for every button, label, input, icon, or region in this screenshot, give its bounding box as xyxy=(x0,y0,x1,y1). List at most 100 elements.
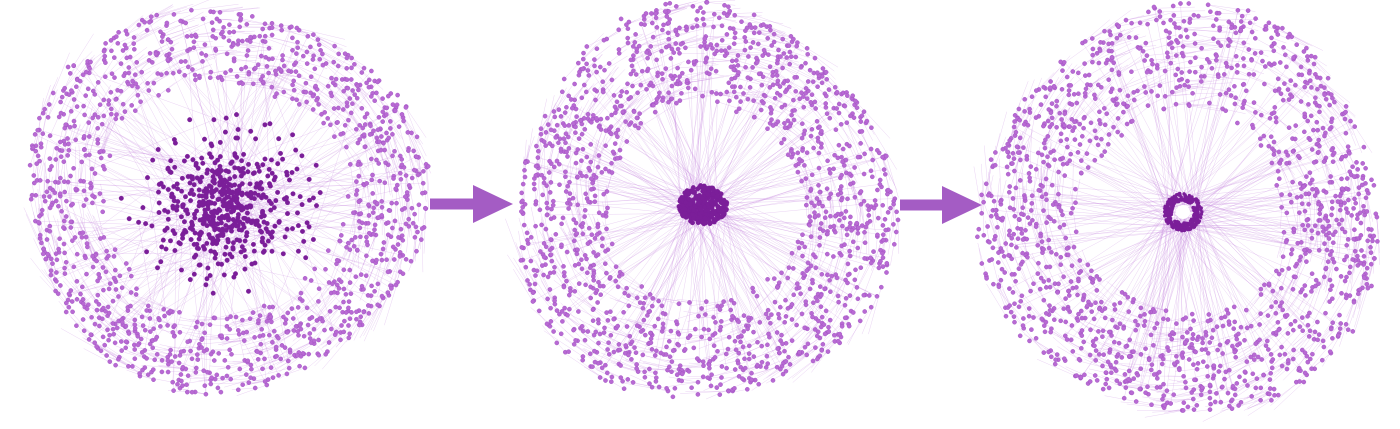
core-node xyxy=(208,248,214,254)
periphery-node xyxy=(765,342,770,348)
periphery-node xyxy=(63,259,69,265)
periphery-node xyxy=(741,91,746,96)
periphery-node xyxy=(1308,181,1313,186)
periphery-node xyxy=(31,173,37,178)
core-node xyxy=(303,255,309,261)
periphery-node xyxy=(228,68,233,73)
periphery-node xyxy=(802,344,808,350)
periphery-node xyxy=(1100,386,1106,392)
periphery-node xyxy=(858,201,864,207)
periphery-node xyxy=(276,335,281,341)
periphery-node xyxy=(582,127,588,132)
periphery-node xyxy=(379,199,385,204)
periphery-node xyxy=(1260,58,1265,64)
periphery-node xyxy=(772,299,778,305)
periphery-node xyxy=(250,310,256,315)
periphery-node xyxy=(1064,137,1070,142)
periphery-node xyxy=(1195,361,1201,366)
periphery-node xyxy=(57,236,62,241)
periphery-node xyxy=(308,74,314,79)
periphery-node xyxy=(726,80,732,86)
periphery-node xyxy=(304,61,310,66)
periphery-node xyxy=(1269,304,1274,310)
periphery-node xyxy=(868,260,874,266)
periphery-node xyxy=(827,317,833,323)
periphery-node xyxy=(575,202,581,208)
periphery-node xyxy=(582,253,588,258)
core-node xyxy=(295,223,301,229)
periphery-node xyxy=(641,317,647,323)
periphery-node xyxy=(572,263,578,268)
periphery-node xyxy=(327,308,333,314)
periphery-node xyxy=(859,113,865,118)
periphery-node xyxy=(557,161,562,167)
core-node xyxy=(299,153,305,159)
periphery-node xyxy=(609,160,614,166)
periphery-node xyxy=(295,39,300,45)
periphery-node xyxy=(726,45,732,50)
periphery-node xyxy=(193,324,199,330)
periphery-node xyxy=(851,115,857,120)
periphery-node xyxy=(344,77,350,82)
periphery-node xyxy=(642,374,648,380)
periphery-node xyxy=(545,205,550,211)
periphery-node xyxy=(1249,58,1254,63)
periphery-node xyxy=(347,96,353,101)
periphery-node xyxy=(816,201,822,206)
periphery-node xyxy=(1126,35,1132,40)
periphery-node xyxy=(401,118,406,124)
periphery-node xyxy=(247,39,253,44)
periphery-node xyxy=(1137,46,1142,51)
periphery-node xyxy=(558,114,564,119)
periphery-node xyxy=(347,247,353,252)
periphery-node xyxy=(1321,159,1327,164)
periphery-node xyxy=(686,85,691,91)
periphery-node xyxy=(719,319,724,324)
periphery-node xyxy=(1011,231,1017,237)
periphery-node xyxy=(1155,376,1160,381)
periphery-node xyxy=(1041,279,1047,284)
periphery-node xyxy=(1060,161,1066,167)
core-node xyxy=(251,170,257,176)
periphery-node xyxy=(787,49,793,55)
periphery-node xyxy=(203,391,209,397)
periphery-node xyxy=(211,9,216,15)
core-node xyxy=(256,223,262,229)
periphery-node xyxy=(645,313,650,318)
periphery-node xyxy=(391,176,396,181)
periphery-node xyxy=(221,34,226,40)
core-node xyxy=(179,267,184,273)
periphery-node xyxy=(1095,142,1101,148)
periphery-node xyxy=(308,278,314,283)
periphery-node xyxy=(345,194,351,199)
core-node xyxy=(259,186,265,192)
periphery-node xyxy=(1073,229,1079,235)
periphery-node xyxy=(791,117,797,123)
core-node xyxy=(282,234,288,240)
periphery-node xyxy=(1309,271,1315,277)
periphery-node xyxy=(842,103,848,109)
periphery-node xyxy=(561,136,567,141)
core-node xyxy=(227,190,233,196)
core-node xyxy=(225,217,231,223)
periphery-node xyxy=(755,339,760,345)
periphery-node xyxy=(653,379,659,384)
periphery-node xyxy=(572,227,578,233)
periphery-node xyxy=(226,38,232,44)
core-node xyxy=(718,199,724,205)
periphery-node xyxy=(253,65,258,71)
periphery-node xyxy=(1327,277,1333,283)
periphery-node xyxy=(599,365,605,371)
periphery-node xyxy=(613,264,619,270)
periphery-node xyxy=(738,99,743,104)
periphery-node xyxy=(854,285,860,290)
periphery-node xyxy=(792,108,797,113)
periphery-node xyxy=(553,135,559,140)
periphery-node xyxy=(397,254,403,259)
periphery-node xyxy=(293,69,299,74)
periphery-node xyxy=(62,189,67,195)
periphery-node xyxy=(1092,92,1097,98)
periphery-node xyxy=(642,295,648,301)
periphery-node xyxy=(785,275,791,281)
periphery-node xyxy=(823,105,829,110)
